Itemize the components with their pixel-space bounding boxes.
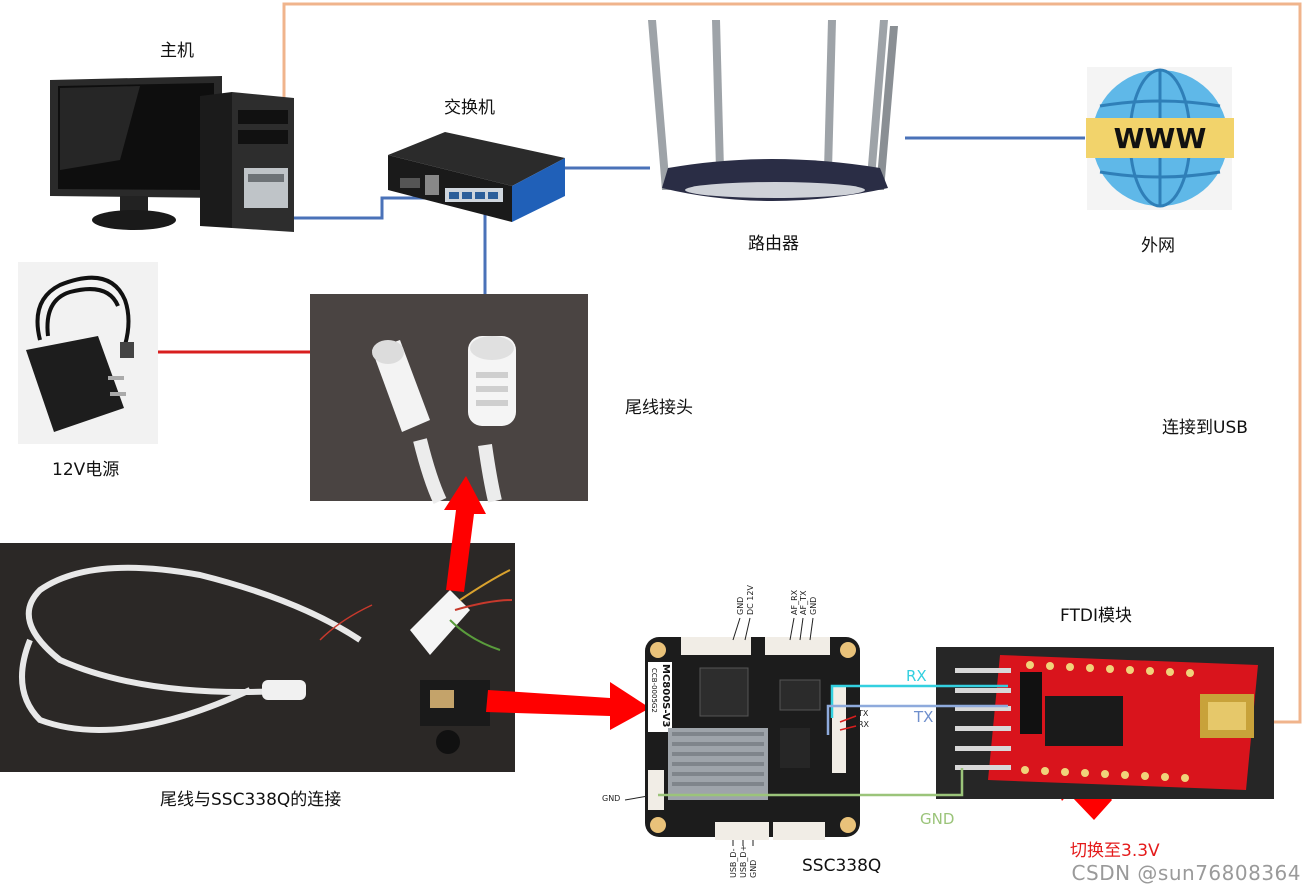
internet-globe-icon: WWW [1086,67,1234,210]
router-icon [648,20,898,201]
pin-af-tx: AF_TX [799,590,808,615]
pigtail-board-photo [0,543,515,772]
pin-af-rx: AF_RX [790,589,799,615]
pin-gnd3: GND [749,860,758,878]
label-pigtail-conn: 尾线与SSC338Q的连接 [160,790,342,810]
label-router: 路由器 [748,234,799,254]
usb-cable [282,2,1302,724]
label-pigtail: 尾线接头 [625,398,693,418]
label-ftdi: FTDI模块 [1060,606,1132,626]
wire-gnd [658,768,964,797]
wire-rx [830,684,1008,718]
label-usb: 连接到USB [1162,418,1248,438]
board-code-text: CCB-0005G2 [650,668,658,713]
pin-dc12v: DC 12V [746,585,755,615]
host-computer-icon [50,76,294,232]
label-power: 12V电源 [52,460,120,480]
board-model-text: MC800S-V3 [660,664,671,728]
ftdi-module [936,647,1274,799]
ethernet-host-switch [294,196,445,220]
label-gnd: GND [920,810,955,828]
pin-gnd2: GND [809,597,818,615]
label-board: SSC338Q [802,856,882,876]
label-internet: 外网 [1141,236,1175,256]
pin-usb-dm: USB_D- [729,848,738,878]
label-switch: 交换机 [444,98,495,118]
network-switch-icon [388,132,565,222]
www-text: WWW [1114,122,1207,155]
pin-rx: RX [858,720,870,729]
wire-tx [826,704,1008,735]
pigtail-connector-photo [310,294,588,505]
arrow-right [486,682,650,730]
pin-gnd-left: GND [602,794,621,803]
pin-gnd1: GND [736,597,745,615]
power-adapter-icon [18,262,158,444]
ssc338q-board [645,637,860,840]
pin-tx: TX [858,709,869,718]
label-rx: RX [906,667,927,685]
label-switch-3v3: 切换至3.3V [1070,841,1160,861]
label-tx: TX [914,708,934,726]
arrow-up [444,476,486,592]
watermark: CSDN @sun76808364 [1071,861,1301,885]
label-host: 主机 [160,41,194,61]
pin-usb-dp: USB_D+ [739,845,748,878]
